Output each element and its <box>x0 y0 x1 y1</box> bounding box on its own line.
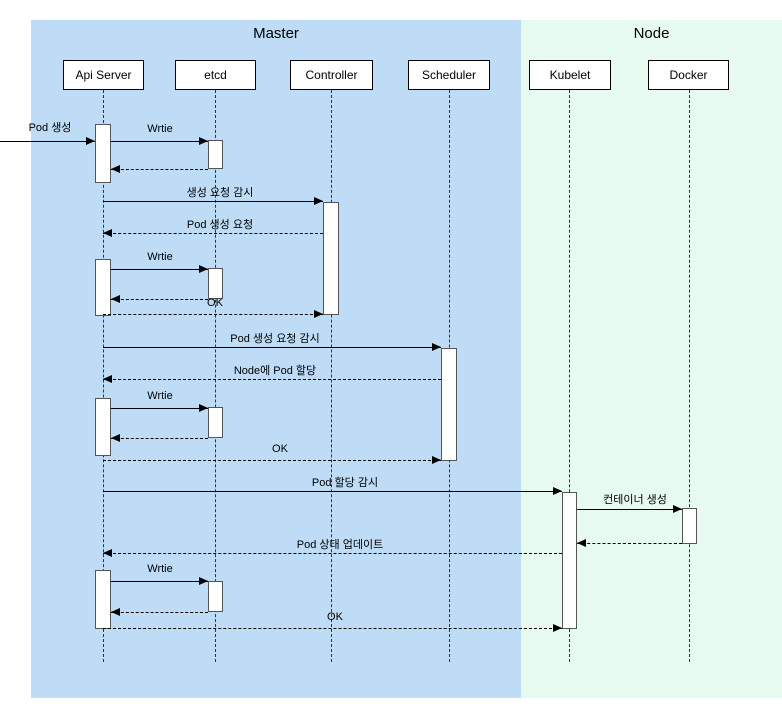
message-line-m0 <box>0 141 95 142</box>
message-line-m13 <box>103 491 562 492</box>
message-arrowhead-m12 <box>432 456 441 464</box>
message-line-m15 <box>577 543 682 544</box>
message-arrowhead-m15 <box>577 539 586 547</box>
message-arrowhead-m19 <box>553 624 562 632</box>
message-line-m6 <box>111 299 208 300</box>
lifeline-kubelet <box>569 90 570 662</box>
message-arrowhead-m13 <box>553 487 562 495</box>
message-arrowhead-m11 <box>111 434 120 442</box>
message-label-m8: Pod 생성 요청 감시 <box>230 333 320 345</box>
message-label-m14: 컨테이너 생성 <box>603 494 667 506</box>
message-line-m5 <box>111 269 208 270</box>
message-label-m13: Pod 할당 감시 <box>311 477 379 489</box>
message-line-m2 <box>111 169 208 170</box>
activation-bar-kubelet <box>562 492 577 629</box>
activation-bar-etcd <box>208 407 223 438</box>
message-arrowhead-m1 <box>199 137 208 145</box>
message-arrowhead-m6 <box>111 295 120 303</box>
activation-bar-etcd <box>208 581 223 612</box>
region-master <box>31 20 521 698</box>
message-arrowhead-m2 <box>111 165 120 173</box>
message-label-m10: Wrtie <box>147 390 173 402</box>
message-line-m9 <box>103 379 441 380</box>
message-arrowhead-m10 <box>199 404 208 412</box>
message-line-m14 <box>577 509 682 510</box>
message-arrowhead-m14 <box>673 505 682 513</box>
message-line-m16 <box>103 553 562 554</box>
lifeline-etcd <box>215 90 216 662</box>
actor-label-docker: Docker <box>669 68 708 82</box>
message-arrowhead-m3 <box>314 197 323 205</box>
activation-bar-apiserver <box>95 398 111 456</box>
activation-bar-etcd <box>208 140 223 169</box>
message-line-m12 <box>103 460 441 461</box>
message-line-m3 <box>103 201 323 202</box>
activation-bar-etcd <box>208 268 223 299</box>
message-label-m12: OK <box>272 443 288 455</box>
message-line-m10 <box>111 408 208 409</box>
region-node <box>521 20 782 698</box>
message-line-m4 <box>103 233 323 234</box>
message-arrowhead-m8 <box>432 343 441 351</box>
actor-box-apiserver[interactable]: Api Server <box>63 60 144 90</box>
actor-box-etcd[interactable]: etcd <box>175 60 256 90</box>
region-title-node: Node <box>633 25 670 42</box>
message-line-m1 <box>111 141 208 142</box>
actor-label-scheduler: Scheduler <box>421 68 477 82</box>
message-label-m3: 생성 요청 감시 <box>186 187 254 199</box>
message-line-m8 <box>103 347 441 348</box>
message-line-m7 <box>103 314 323 315</box>
actor-box-docker[interactable]: Docker <box>648 60 729 90</box>
message-arrowhead-m9 <box>103 375 112 383</box>
message-arrowhead-m17 <box>199 577 208 585</box>
actor-label-etcd: etcd <box>204 68 227 82</box>
message-line-m17 <box>111 581 208 582</box>
message-line-m11 <box>111 438 208 439</box>
message-arrowhead-m5 <box>199 265 208 273</box>
lifeline-controller <box>331 90 332 662</box>
message-label-m5: Wrtie <box>147 251 173 263</box>
message-label-m4: Pod 생성 요청 <box>186 219 254 231</box>
message-arrowhead-m4 <box>103 229 112 237</box>
actor-label-apiserver: Api Server <box>75 68 132 82</box>
message-label-m19: OK <box>327 611 343 623</box>
region-title-master: Master <box>253 25 299 42</box>
activation-bar-apiserver <box>95 570 111 629</box>
activation-bar-apiserver <box>95 124 111 183</box>
activation-bar-controller <box>323 202 339 315</box>
lifeline-docker <box>689 90 690 662</box>
message-arrowhead-m18 <box>111 608 120 616</box>
message-label-m0: Pod 생성 <box>28 122 72 134</box>
activation-bar-scheduler <box>441 348 457 461</box>
message-label-m1: Wrtie <box>147 123 173 135</box>
message-arrowhead-m0 <box>86 137 95 145</box>
message-arrowhead-m16 <box>103 549 112 557</box>
message-arrowhead-m7 <box>314 310 323 318</box>
actor-label-controller: Controller <box>305 68 358 82</box>
actor-label-kubelet: Kubelet <box>549 68 591 82</box>
message-label-m17: Wrtie <box>147 563 173 575</box>
message-label-m16: Pod 상태 업데이트 <box>296 539 384 551</box>
activation-bar-apiserver <box>95 259 111 316</box>
actor-box-controller[interactable]: Controller <box>290 60 373 90</box>
activation-bar-docker <box>682 508 697 544</box>
message-line-m19 <box>103 628 562 629</box>
message-line-m18 <box>111 612 208 613</box>
actor-box-scheduler[interactable]: Scheduler <box>408 60 490 90</box>
actor-box-kubelet[interactable]: Kubelet <box>529 60 611 90</box>
message-label-m7: OK <box>207 297 223 309</box>
message-label-m9: Node에 Pod 할당 <box>233 365 317 377</box>
